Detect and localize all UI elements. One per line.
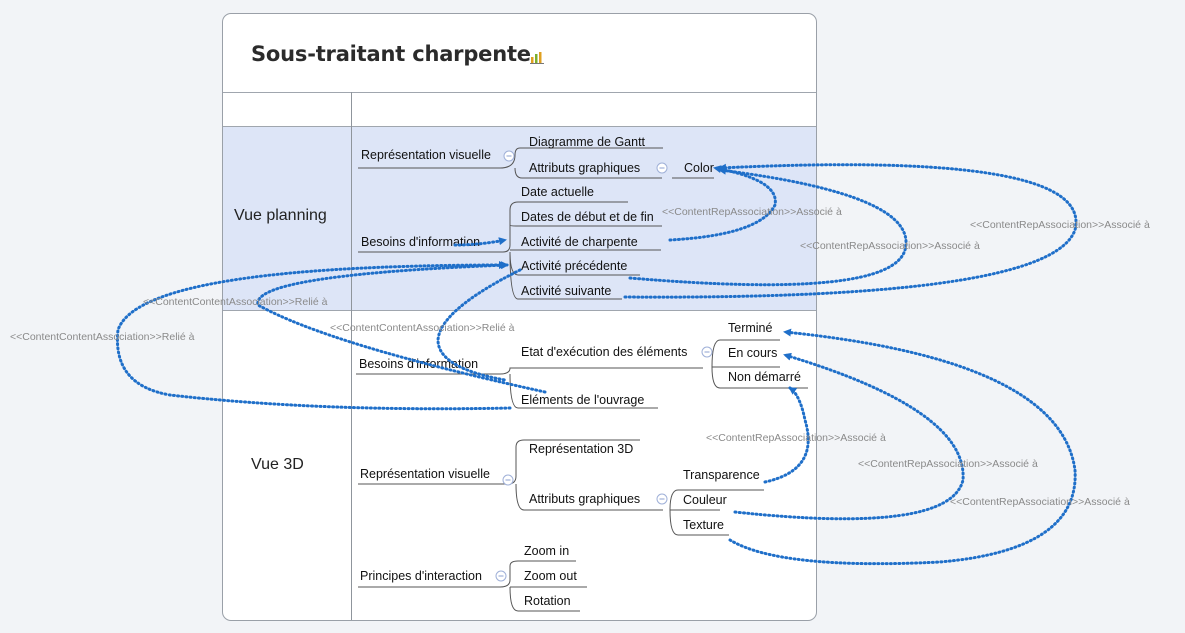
assoc-label-couleur: <<ContentRepAssociation>>Associé à: [858, 458, 1038, 470]
assoc-label-color-3: <<ContentRepAssociation>>Associé à: [970, 219, 1150, 231]
node-zoom-in[interactable]: Zoom in: [524, 544, 570, 558]
node-besoins-information[interactable]: Besoins d'information: [361, 235, 481, 249]
chart-icon: [530, 52, 544, 64]
row-divider-middle: [223, 310, 816, 311]
node-non-demarre[interactable]: Non démarré: [728, 370, 801, 384]
node-diagramme-de-gantt[interactable]: Diagramme de Gantt: [529, 135, 646, 149]
row-divider-top: [223, 126, 816, 127]
node-activite-charpente[interactable]: Activité de charpente: [521, 235, 638, 249]
node-en-cours[interactable]: En cours: [728, 346, 778, 360]
node-rotation[interactable]: Rotation: [524, 594, 571, 608]
assoc-label-texture: <<ContentRepAssociation>>Associé à: [950, 496, 1130, 508]
assoc-label-transparence: <<ContentRepAssociation>>Associé à: [706, 432, 886, 444]
node-representation-3d[interactable]: Représentation 3D: [529, 442, 634, 456]
node-texture[interactable]: Texture: [683, 518, 724, 532]
node-elements-ouvrage[interactable]: Eléments de l'ouvrage: [521, 393, 645, 407]
node-etat-execution[interactable]: Etat d'exécution des éléments: [521, 345, 688, 359]
assoc-label-content-2: <<ContentContentAssociation>>Relié à: [330, 322, 515, 334]
group-vue-3d[interactable]: Vue 3D: [251, 456, 304, 473]
node-attributs-graphiques-3d[interactable]: Attributs graphiques: [529, 492, 641, 506]
column-divider: [351, 92, 352, 620]
node-dates-debut-fin[interactable]: Dates de début et de fin: [521, 210, 654, 224]
map-frame: Sous-traitant charpente Vue planning Vue…: [222, 13, 817, 621]
node-date-actuelle[interactable]: Date actuelle: [521, 185, 594, 199]
node-attributs-graphiques[interactable]: Attributs graphiques: [529, 161, 641, 175]
node-activite-precedente[interactable]: Activité précédente: [521, 259, 628, 273]
node-couleur[interactable]: Couleur: [683, 493, 727, 507]
node-representation-visuelle-3d[interactable]: Représentation visuelle: [360, 467, 490, 481]
node-color[interactable]: Color: [684, 161, 714, 175]
header-divider: [223, 92, 816, 93]
node-termine[interactable]: Terminé: [728, 321, 773, 335]
node-representation-visuelle[interactable]: Représentation visuelle: [361, 148, 491, 162]
assoc-label-color-1: <<ContentRepAssociation>>Associé à: [662, 206, 842, 218]
node-activite-suivante[interactable]: Activité suivante: [521, 284, 612, 298]
node-transparence[interactable]: Transparence: [683, 468, 760, 482]
assoc-label-color-2: <<ContentRepAssociation>>Associé à: [800, 240, 980, 252]
map-title: Sous-traitant charpente: [251, 42, 531, 66]
assoc-label-content-3: <<ContentContentAssociation>>Relié à: [10, 331, 195, 343]
node-zoom-out[interactable]: Zoom out: [524, 569, 577, 583]
node-principes-interaction[interactable]: Principes d'interaction: [360, 569, 482, 583]
assoc-label-content-1: <<ContentContentAssociation>>Relié à: [143, 296, 328, 308]
group-vue-planning[interactable]: Vue planning: [234, 207, 327, 224]
